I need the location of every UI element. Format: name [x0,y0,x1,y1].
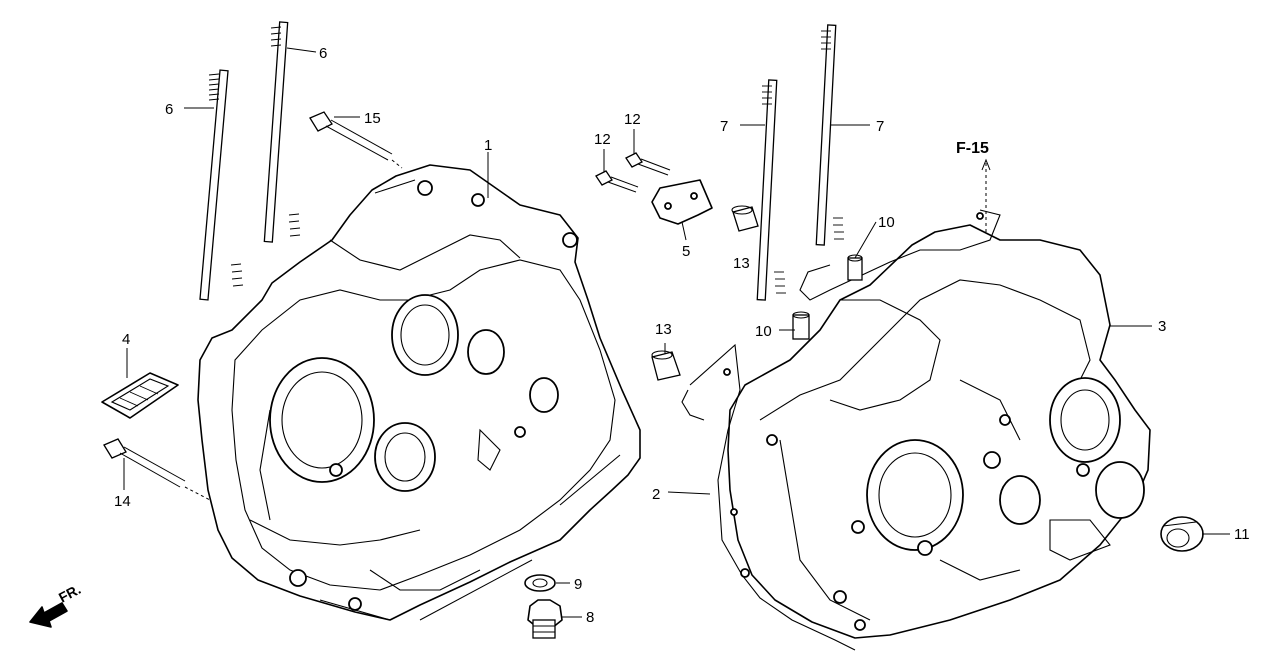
callout-11: 11 [1234,526,1250,543]
figure-reference: F-15 [956,140,989,157]
callout-7-right: 7 [876,118,884,135]
oil-seal [1160,516,1204,552]
stud-bolt-6-right [263,21,301,243]
oil-strainer-screen [101,372,179,419]
stud-bolt-7-right [815,24,844,246]
callout-10-upper: 10 [878,214,895,231]
callout-7-left: 7 [720,118,728,135]
right-crankcase [727,224,1151,639]
callout-8: 8 [586,609,594,626]
dowel-pin-10-upper [847,254,863,281]
callout-6-upper: 6 [319,45,327,62]
callout-12-right: 12 [624,111,641,128]
dowel-pin-13-lower [651,350,681,381]
direction-label: FR. [56,581,83,606]
left-crankcase [197,164,641,621]
setting-plate [651,179,713,225]
bolt-12-upper [625,152,671,176]
callout-12-left: 12 [594,131,611,148]
callout-2: 2 [652,486,660,503]
callout-1: 1 [484,137,492,154]
callout-6-lower: 6 [165,101,173,118]
stud-bolt-6-left [199,69,244,301]
flange-bolt-14 [103,438,211,501]
callout-13-upper: 13 [733,255,750,272]
callout-4: 4 [122,331,130,348]
callout-10-lower: 10 [755,323,772,340]
callout-5: 5 [682,243,690,260]
callout-15: 15 [364,110,381,127]
bolt-12-lower [595,170,639,193]
callout-9: 9 [574,576,582,593]
dowel-pin-13-upper [731,205,759,232]
stud-bolt-7-left [756,79,786,301]
flange-bolt-15 [309,111,403,169]
callout-labels: 1 2 3 4 5 6 6 7 7 8 9 10 10 11 12 12 13 … [114,45,1250,626]
drain-bolt [527,599,563,639]
callout-3: 3 [1158,318,1166,335]
front-direction-arrow: FR. [29,581,83,628]
crankcase-gasket [681,209,1001,651]
callout-14: 14 [114,493,131,510]
dowel-pin-10-lower [792,311,810,340]
callout-13-lower: 13 [655,321,672,338]
sealing-washer [524,574,556,592]
leader-lines [123,47,1230,621]
